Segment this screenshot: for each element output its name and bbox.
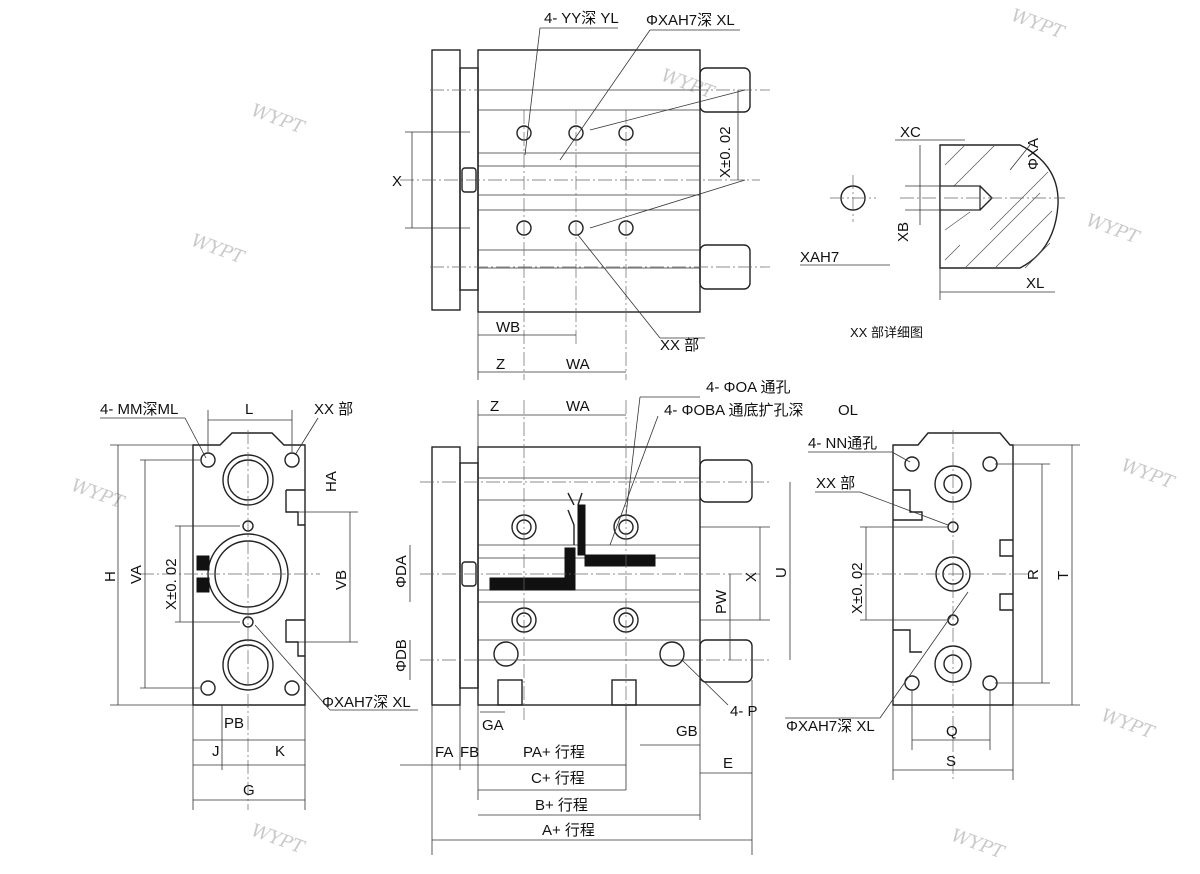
left-l-label: L [245, 401, 253, 418]
right-r-label: R [1025, 569, 1042, 580]
top-z-label: Z [496, 356, 505, 373]
front-fa-label: FA [435, 744, 453, 761]
top-body [477, 49, 701, 313]
front-c-label: C+ 行程 [531, 770, 585, 787]
front-break-mark-1 [489, 547, 576, 591]
left-ha-label: HA [323, 471, 340, 492]
detail-xb-label: XB [895, 222, 912, 242]
left-xtol-label: X±0. 02 [163, 558, 180, 610]
left-end-view [100, 410, 418, 810]
right-plate-outline [892, 432, 1014, 706]
front-gb-label: GB [676, 723, 698, 740]
detail-xah7-label: XAH7 [800, 249, 839, 266]
detail-xc-label: XC [900, 124, 921, 141]
right-xtol-label: X±0. 02 [849, 562, 866, 614]
detail-xl-label: XL [1026, 275, 1044, 292]
watermark-3: WYPT [658, 65, 718, 104]
watermark-1: WYPT [1008, 5, 1068, 44]
front-view [400, 396, 791, 855]
watermark-6: WYPT [1118, 455, 1178, 494]
front-fb-label: FB [460, 744, 479, 761]
left-pb-label: PB [224, 715, 244, 732]
front-da-label: ΦDA [393, 555, 410, 588]
left-va-label: VA [128, 565, 145, 584]
watermark-10: WYPT [948, 825, 1008, 864]
watermark-8: WYPT [1098, 705, 1158, 744]
watermark-2: WYPT [248, 100, 308, 139]
left-xxbu-label: XX 部 [314, 401, 353, 418]
left-xah7-label: ΦXAH7深 XL [322, 694, 411, 711]
front-end-plate [431, 446, 461, 706]
right-s-label: S [946, 753, 956, 770]
left-end-labels: 4- MM深ML L XX 部 HA H VA X±0. 02 VB ΦXAH7… [100, 401, 411, 799]
left-mm-label: 4- MM深ML [100, 401, 178, 418]
front-oba-label: 4- ΦOBA 通底扩孔深 [664, 402, 804, 419]
watermark-5: WYPT [188, 230, 248, 269]
left-g-label: G [243, 782, 255, 799]
detail-view [800, 139, 1065, 300]
watermark-9: WYPT [248, 820, 308, 859]
front-rod-upper [699, 459, 753, 503]
left-k-label: K [275, 743, 285, 760]
top-x-label: X [392, 173, 402, 190]
top-wb-label: WB [496, 319, 520, 336]
right-xxbu-label: XX 部 [816, 475, 855, 492]
front-pw-label: PW [713, 589, 730, 614]
front-ol-label: OL [838, 402, 858, 419]
front-p-label: 4- P [730, 703, 758, 720]
front-u-label: U [773, 567, 790, 578]
front-db-label: ΦDB [393, 639, 410, 672]
top-xxbu-label: XX 部 [660, 337, 699, 354]
right-t-label: T [1055, 571, 1072, 580]
watermark-4: WYPT [1083, 210, 1143, 249]
front-a-label: A+ 行程 [542, 822, 595, 839]
front-pa-label: PA+ 行程 [523, 744, 585, 761]
right-nn-label: 4- NN通孔 [808, 435, 877, 452]
right-end-labels: 4- NN通孔 XX 部 X±0. 02 R T ΦXAH7深 XL Q S [786, 435, 1072, 770]
front-x-label: X [743, 572, 760, 582]
detail-xa-label: ΦXA [1025, 138, 1042, 170]
front-b-label: B+ 行程 [535, 797, 588, 814]
top-xah7-label: ΦXAH7深 XL [646, 12, 735, 29]
front-z-label: Z [490, 398, 499, 415]
front-break-mark-2 [577, 504, 656, 567]
top-view [400, 27, 770, 380]
top-yy-label: 4- YY深 YL [544, 10, 619, 27]
left-j-label: J [212, 743, 220, 760]
right-end-view [785, 430, 1080, 780]
left-plate-outline [192, 432, 306, 706]
front-oa-label: 4- ΦOA 通孔 [706, 379, 791, 396]
front-wa-label: WA [566, 398, 590, 415]
watermark-7: WYPT [68, 475, 128, 514]
top-view-labels: 4- YY深 YL ΦXAH7深 XL X X±0. 02 WB XX 部 Z … [392, 10, 735, 373]
detail-labels: XC ΦXA XB XAH7 XL XX 部详细图 [800, 124, 1044, 340]
top-xtol-label: X±0. 02 [717, 126, 734, 178]
top-wa-label: WA [566, 356, 590, 373]
front-ga-label: GA [482, 717, 504, 734]
front-body [477, 446, 701, 706]
right-q-label: Q [946, 723, 958, 740]
left-h-label: H [102, 571, 119, 582]
front-e-label: E [723, 755, 733, 772]
right-xah7-label: ΦXAH7深 XL [786, 718, 875, 735]
front-view-labels: Z WA 4- ΦOA 通孔 4- ΦOBA 通底扩孔深 OL ΦDA ΦDB … [393, 379, 858, 839]
detail-section [939, 144, 1059, 269]
detail-caption: XX 部详细图 [850, 325, 923, 340]
left-vb-label: VB [333, 570, 350, 590]
front-rod-lower [699, 639, 753, 683]
watermark-layer: WYPT WYPT WYPT WYPT WYPT WYPT WYPT WYPT … [68, 5, 1178, 864]
